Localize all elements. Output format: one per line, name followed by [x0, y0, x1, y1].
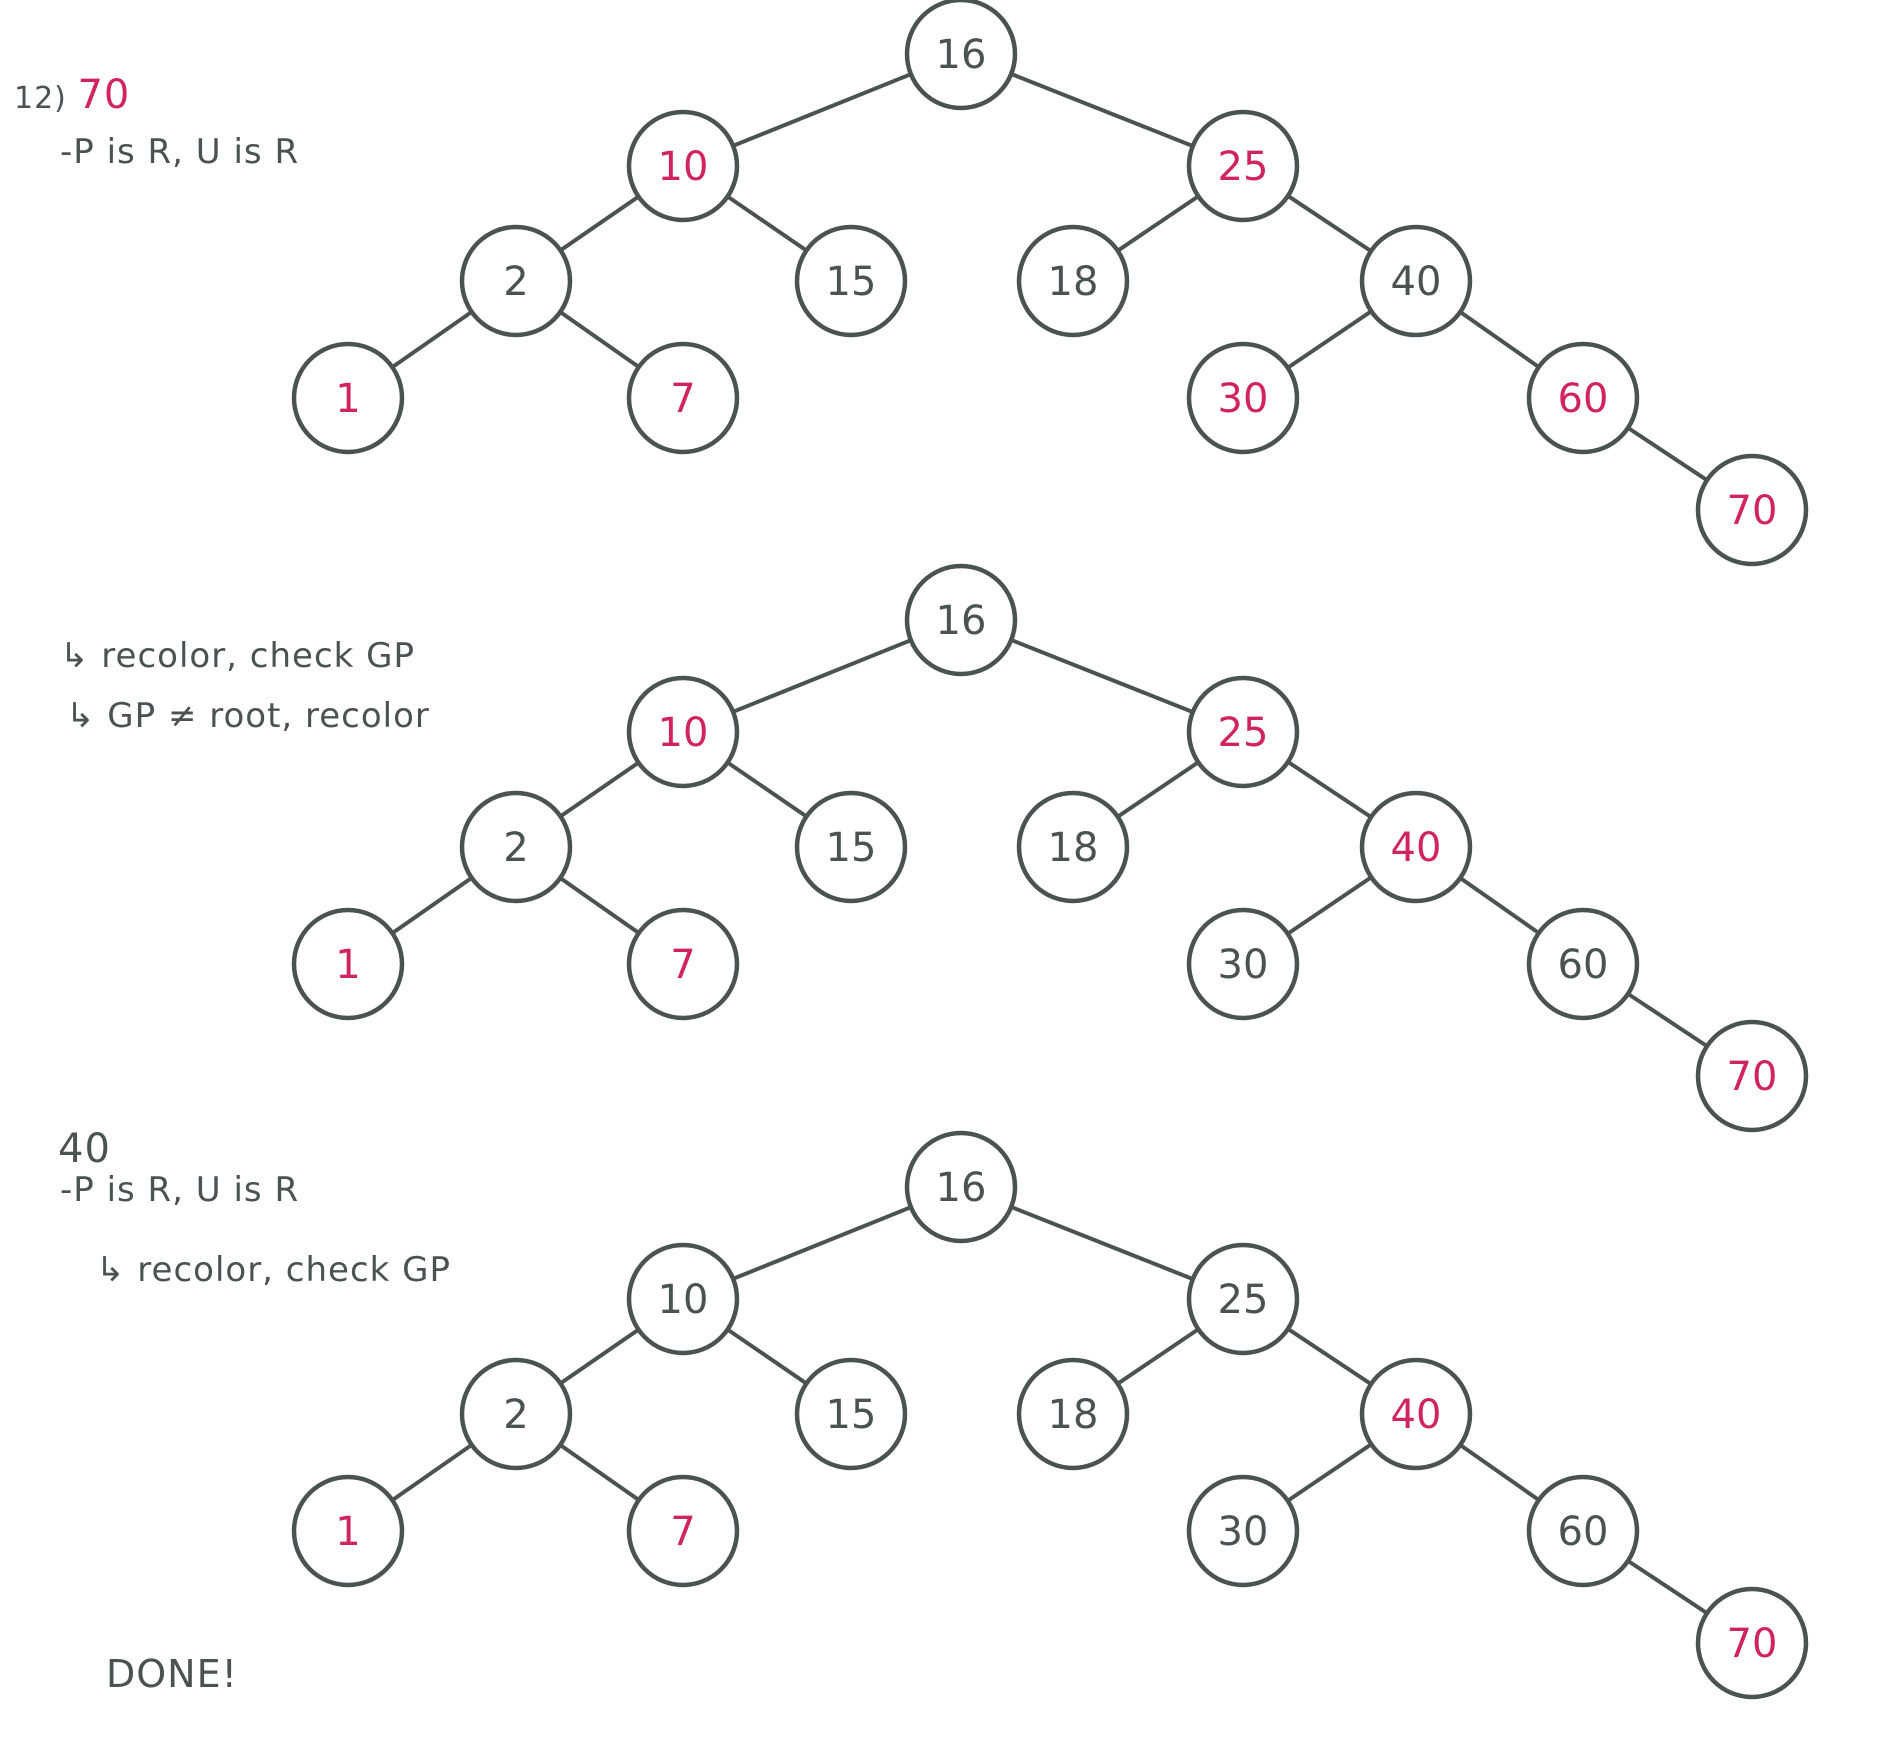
- node-7: [626, 907, 740, 1021]
- node-10: [626, 109, 740, 223]
- node-label-60: 60: [1558, 376, 1609, 422]
- node-70: [1695, 1019, 1809, 1133]
- node-40: [1359, 1357, 1473, 1471]
- node-label-70: 70: [1727, 1621, 1778, 1667]
- node-7: [626, 341, 740, 455]
- node-30: [1186, 1474, 1300, 1588]
- node-label-2: 2: [503, 259, 528, 305]
- node-40: [1359, 790, 1473, 904]
- node-label-25: 25: [1218, 1277, 1269, 1323]
- node-label-10: 10: [658, 144, 709, 190]
- node-label-16: 16: [936, 598, 987, 644]
- node-label-1: 1: [335, 376, 360, 422]
- step-heading: 12) 70: [14, 72, 130, 118]
- step-number: 12): [14, 81, 67, 116]
- node-label-2: 2: [503, 825, 528, 871]
- node-25: [1186, 1242, 1300, 1356]
- node-18: [1016, 1357, 1130, 1471]
- node-label-70: 70: [1727, 1054, 1778, 1100]
- node-label-70: 70: [1727, 488, 1778, 534]
- tree-step-3: 16 10 25 2 15 18 40 1 7 30 60 70: [291, 1130, 1809, 1700]
- case-note-1: -P is R, U is R: [60, 132, 300, 172]
- recolor-note-2: ↳ GP ≠ root, recolor: [66, 696, 430, 736]
- node-label-7: 7: [670, 1509, 695, 1555]
- case-note-2: -P is R, U is R: [60, 1170, 300, 1210]
- node-label-40: 40: [1391, 1392, 1442, 1438]
- node-label-30: 30: [1218, 942, 1269, 988]
- node-15: [794, 1357, 908, 1471]
- node-label-15: 15: [826, 1392, 877, 1438]
- node-label-18: 18: [1048, 1392, 1099, 1438]
- node-18: [1016, 790, 1130, 904]
- node-label-25: 25: [1218, 144, 1269, 190]
- node-label-16: 16: [936, 32, 987, 78]
- node-7: [626, 1474, 740, 1588]
- tree-step-2: 16 10 25 2 15 18 40 1 7 30 60 70: [291, 563, 1809, 1133]
- node-label-30: 30: [1218, 376, 1269, 422]
- node-1: [291, 341, 405, 455]
- node-60: [1526, 907, 1640, 1021]
- node-60: [1526, 1474, 1640, 1588]
- node-label-2: 2: [503, 1392, 528, 1438]
- node-label-1: 1: [335, 942, 360, 988]
- inserted-value: 70: [77, 72, 131, 118]
- node-16: [904, 1130, 1018, 1244]
- node-10: [626, 1242, 740, 1356]
- node-label-7: 7: [670, 942, 695, 988]
- node-label-60: 60: [1558, 1509, 1609, 1555]
- node-label-18: 18: [1048, 825, 1099, 871]
- node-label-7: 7: [670, 376, 695, 422]
- node-label-60: 60: [1558, 942, 1609, 988]
- node-70: [1695, 1586, 1809, 1700]
- node-16: [904, 0, 1018, 111]
- node-label-10: 10: [658, 710, 709, 756]
- recolor-note-3: ↳ recolor, check GP: [96, 1250, 451, 1290]
- node-2: [459, 790, 573, 904]
- node-label-40: 40: [1391, 259, 1442, 305]
- second-value: 40: [58, 1126, 111, 1172]
- node-label-18: 18: [1048, 259, 1099, 305]
- node-16: [904, 563, 1018, 677]
- done-note: DONE!: [106, 1652, 238, 1696]
- node-40: [1359, 224, 1473, 338]
- node-30: [1186, 341, 1300, 455]
- node-70: [1695, 453, 1809, 567]
- node-label-16: 16: [936, 1165, 987, 1211]
- node-label-15: 15: [826, 259, 877, 305]
- node-2: [459, 1357, 573, 1471]
- node-label-10: 10: [658, 1277, 709, 1323]
- node-label-30: 30: [1218, 1509, 1269, 1555]
- tree-step-1: 16 10 25 2 15 18 40 1 7 30 60 70: [291, 0, 1809, 567]
- node-label-25: 25: [1218, 710, 1269, 756]
- node-25: [1186, 675, 1300, 789]
- node-25: [1186, 109, 1300, 223]
- node-60: [1526, 341, 1640, 455]
- node-label-40: 40: [1391, 825, 1442, 871]
- node-15: [794, 224, 908, 338]
- node-label-15: 15: [826, 825, 877, 871]
- node-label-1: 1: [335, 1509, 360, 1555]
- recolor-note-1: ↳ recolor, check GP: [60, 636, 415, 676]
- node-1: [291, 907, 405, 1021]
- node-30: [1186, 907, 1300, 1021]
- node-10: [626, 675, 740, 789]
- node-1: [291, 1474, 405, 1588]
- node-15: [794, 790, 908, 904]
- node-2: [459, 224, 573, 338]
- node-18: [1016, 224, 1130, 338]
